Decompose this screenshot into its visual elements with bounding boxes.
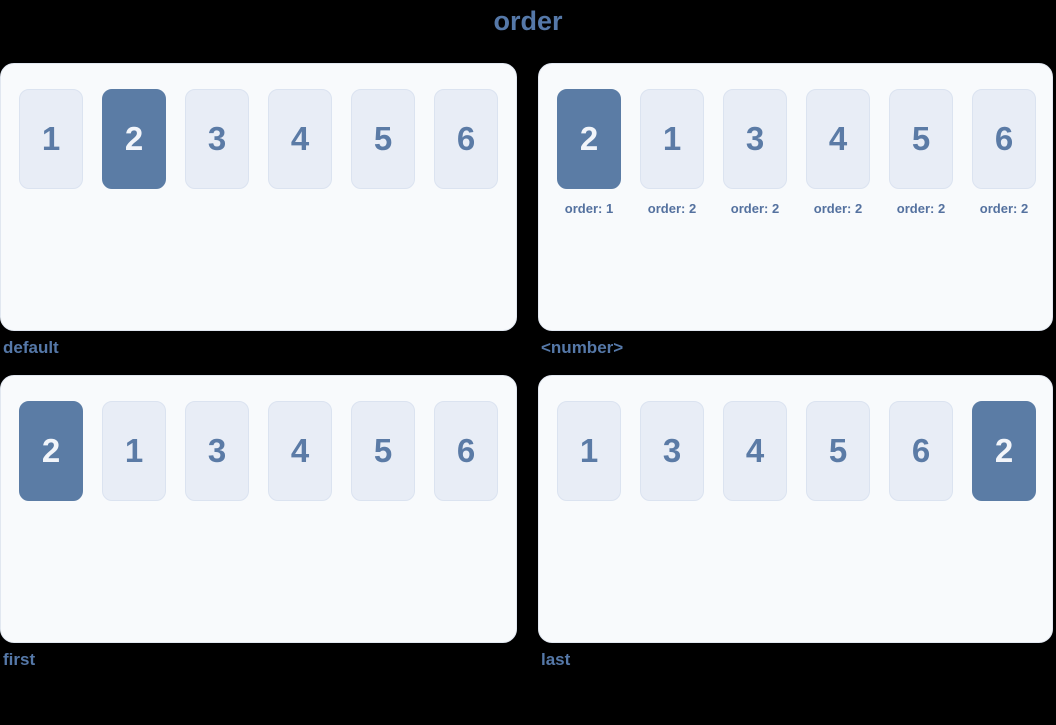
flex-item-box: 4 — [723, 401, 787, 501]
order-value-label: order: 2 — [647, 201, 697, 216]
flex-item-box: 5 — [806, 401, 870, 501]
flex-item-with-order: 2 order: 1 — [557, 89, 621, 216]
flex-item-box: 5 — [889, 89, 953, 189]
flex-item-box: 5 — [351, 401, 415, 501]
order-value-label: order: 2 — [979, 201, 1029, 216]
flex-item-box: 5 — [351, 89, 415, 189]
example-caption-last: last — [541, 650, 571, 669]
example-default: 1 2 3 4 5 6 default — [0, 63, 517, 358]
example-caption-first: first — [3, 650, 36, 669]
flex-item-box: 6 — [434, 89, 498, 189]
example-first: 2 1 3 4 5 6 first — [0, 375, 517, 670]
order-value-label: order: 2 — [813, 201, 863, 216]
flex-item-box: 1 — [557, 401, 621, 501]
flex-item-with-order: 3 order: 2 — [723, 89, 787, 216]
order-value-label: order: 1 — [564, 201, 614, 216]
page-title: order — [493, 6, 563, 36]
flex-item-box: 6 — [889, 401, 953, 501]
example-number: 2 order: 1 1 order: 2 3 order: 2 4 order… — [538, 63, 1053, 358]
example-caption-number: <number> — [541, 338, 624, 357]
flex-item-box: 4 — [268, 401, 332, 501]
flex-item-box-highlighted: 2 — [557, 89, 621, 189]
flex-item-box: 6 — [972, 89, 1036, 189]
flex-item-with-order: 4 order: 2 — [806, 89, 870, 216]
flex-item-box-highlighted: 2 — [19, 401, 83, 501]
flex-item-box-highlighted: 2 — [972, 401, 1036, 501]
examples-grid: 1 2 3 4 5 6 default 2 order: 1 1 order: … — [0, 63, 1056, 670]
flex-item-box: 6 — [434, 401, 498, 501]
flex-item-box: 4 — [268, 89, 332, 189]
flex-item-box: 3 — [185, 401, 249, 501]
flex-item-box-highlighted: 2 — [102, 89, 166, 189]
example-caption-default: default — [3, 338, 59, 357]
flex-item-box: 3 — [185, 89, 249, 189]
flex-item-box: 1 — [19, 89, 83, 189]
flex-item-box: 1 — [640, 89, 704, 189]
example-default-panel: 1 2 3 4 5 6 — [0, 63, 517, 331]
flex-item-box: 4 — [806, 89, 870, 189]
flex-item-box: 1 — [102, 401, 166, 501]
flex-item-box: 3 — [640, 401, 704, 501]
example-number-panel: 2 order: 1 1 order: 2 3 order: 2 4 order… — [538, 63, 1053, 331]
flex-item-box: 3 — [723, 89, 787, 189]
order-value-label: order: 2 — [896, 201, 946, 216]
flex-item-with-order: 1 order: 2 — [640, 89, 704, 216]
example-last: 1 3 4 5 6 2 last — [538, 375, 1053, 670]
example-first-panel: 2 1 3 4 5 6 — [0, 375, 517, 643]
example-last-panel: 1 3 4 5 6 2 — [538, 375, 1053, 643]
flex-item-with-order: 5 order: 2 — [889, 89, 953, 216]
flex-item-with-order: 6 order: 2 — [972, 89, 1036, 216]
order-value-label: order: 2 — [730, 201, 780, 216]
